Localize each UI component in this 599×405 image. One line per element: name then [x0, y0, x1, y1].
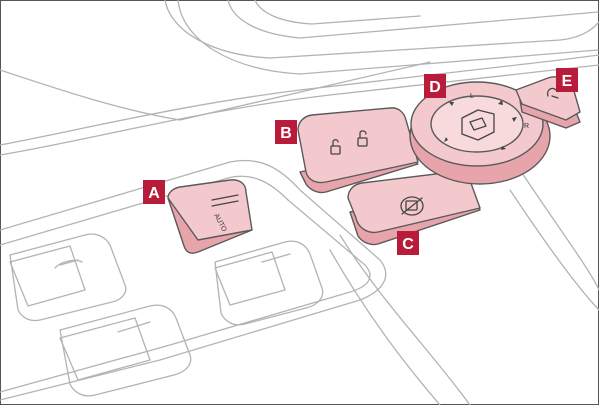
badge-c: C	[397, 231, 419, 255]
badge-d-text: D	[429, 79, 441, 96]
badge-e-text: E	[562, 73, 573, 90]
badge-a: A	[143, 180, 165, 204]
badge-c-text: C	[402, 236, 414, 253]
badge-d: D	[424, 74, 446, 98]
badge-e: E	[556, 68, 578, 92]
badge-b: B	[275, 120, 297, 144]
switch-a-auto-window[interactable]: AUTO	[168, 180, 252, 253]
mirror-right-label: R	[524, 123, 529, 130]
badge-b-text: B	[280, 125, 292, 142]
mirror-left-label: L	[470, 93, 474, 100]
badge-a-text: A	[148, 185, 160, 202]
